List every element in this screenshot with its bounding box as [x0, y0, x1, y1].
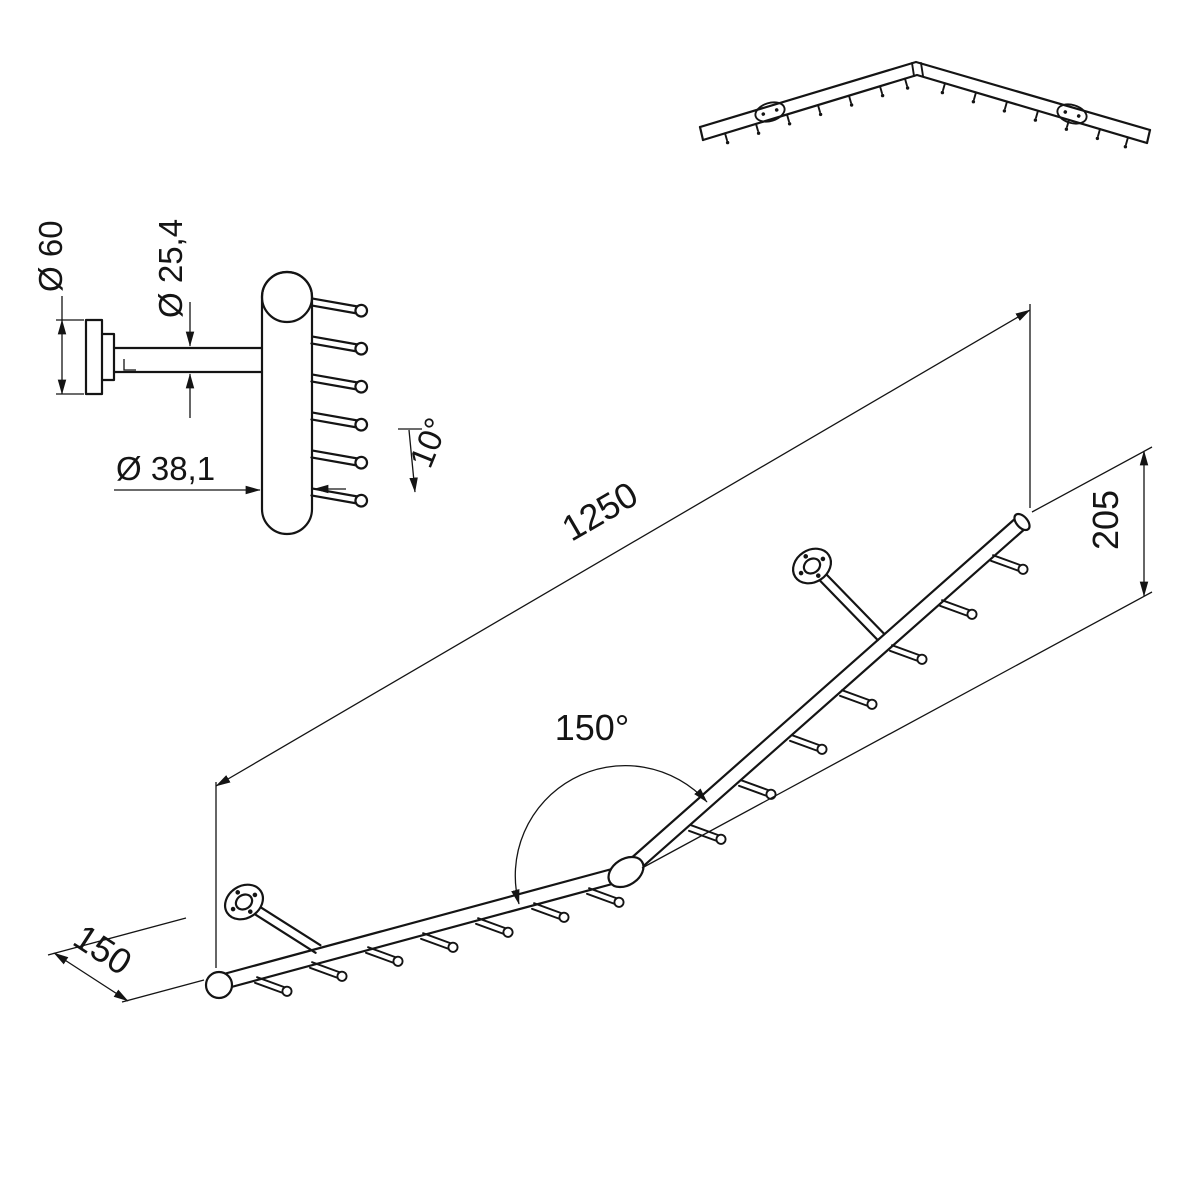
rail-diameter-label: Ø 25,4 — [152, 219, 189, 318]
bend-joint — [911, 62, 924, 77]
rail-end-caps — [698, 125, 1152, 145]
tube-diameter-label: Ø 38,1 — [116, 450, 215, 487]
bend-angle-dimension: 150° — [511, 707, 708, 905]
hook-pins-isometric — [253, 552, 1030, 999]
top-view — [698, 60, 1152, 149]
rail-bottom-edge — [701, 73, 1149, 145]
rise-height-dimension: 205 — [641, 446, 1153, 869]
bend-sleeve — [607, 855, 645, 889]
flange-diameter-dimension: Ø 60 — [32, 220, 84, 395]
rise-height-label: 205 — [1085, 490, 1126, 550]
hook-ticks-right-arm — [940, 82, 1129, 149]
rail-tube-cap — [260, 270, 314, 324]
pin-angle-label: 10° — [402, 412, 455, 472]
bend-angle-label: 150° — [555, 707, 629, 748]
wall-plate-boss — [100, 332, 116, 382]
rail-end-cap-left — [204, 970, 234, 1000]
tube-diameter-dimension: Ø 38,1 — [114, 450, 346, 495]
wall-offset-label: 150 — [66, 916, 139, 983]
overall-length-label: 1250 — [555, 473, 645, 549]
hook-ticks-left-arm — [724, 77, 910, 145]
rail-lower-segment — [218, 864, 629, 991]
rail-diameter-dimension: Ø 25,4 — [123, 219, 195, 418]
hook-pins-detail — [309, 295, 370, 509]
rail-end-cap-right — [1013, 512, 1031, 532]
isometric-view: 1250 205 150° 150 — [47, 304, 1153, 1003]
flange-diameter-label: Ø 60 — [32, 220, 69, 292]
wall-offset-dimension: 150 — [47, 916, 205, 1003]
wall-flange-right — [785, 540, 839, 592]
pin-angle-dimension: 10° — [398, 412, 455, 493]
wall-plate — [84, 318, 104, 396]
rail-top-edge — [698, 60, 1152, 132]
rail-tube-section — [260, 270, 314, 536]
mount-arm — [112, 346, 264, 374]
detail-view: Ø 60 Ø 25,4 Ø 38,1 10° — [32, 219, 455, 536]
